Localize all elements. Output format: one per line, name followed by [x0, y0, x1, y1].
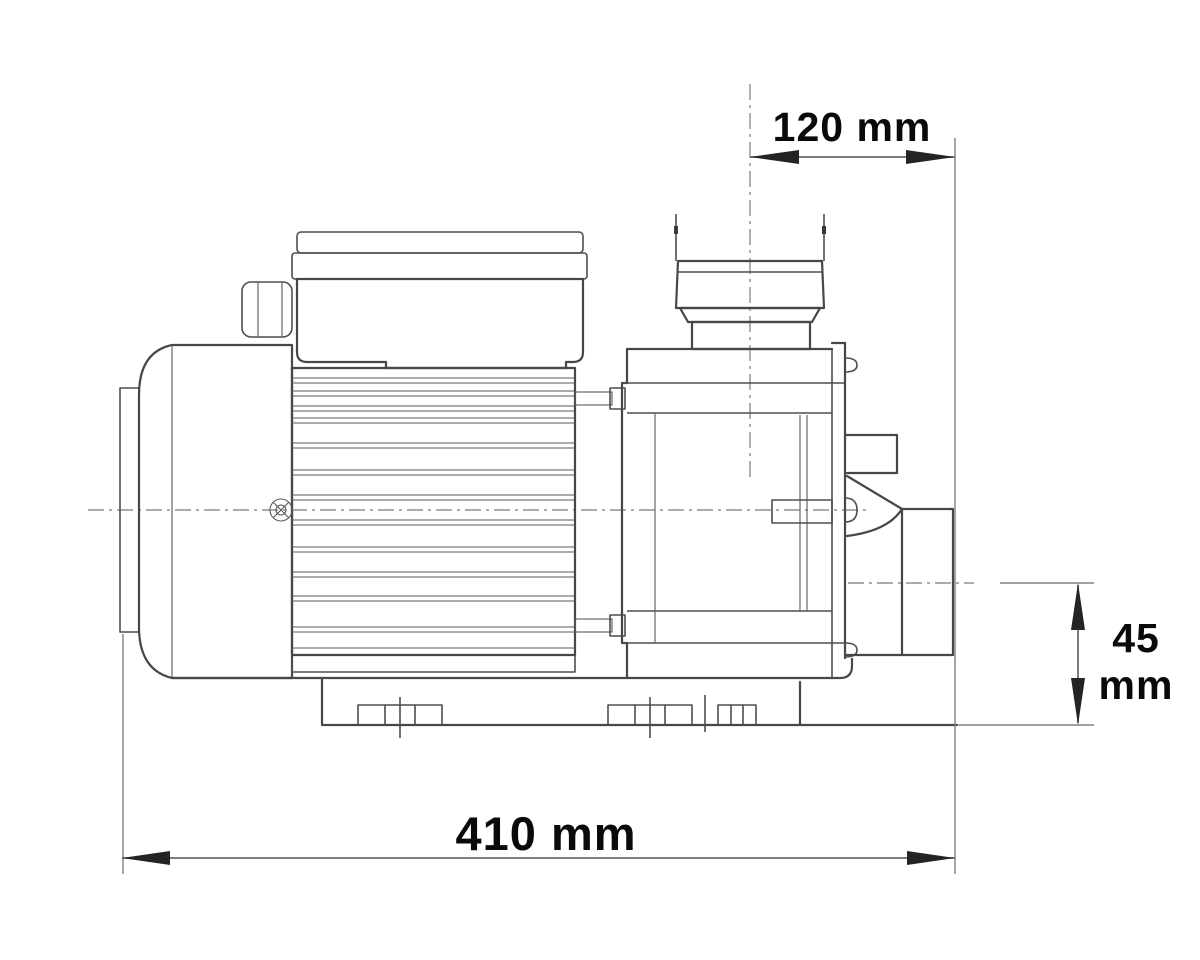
motor-foot-line — [291, 655, 576, 673]
screw-cross — [272, 501, 290, 519]
housing-ground-edge — [170, 657, 854, 680]
motor-center-screw — [269, 498, 293, 522]
housing-rim-bands — [622, 382, 845, 644]
arrowhead-left — [750, 150, 799, 164]
tie-bolt-top — [574, 387, 626, 410]
dimension-right-height-unit: mm — [1099, 662, 1174, 708]
union-nut-body — [674, 259, 826, 310]
terminal-box-lid-top — [296, 231, 584, 254]
arrowhead-right — [907, 851, 955, 865]
tie-bolt-top-head — [609, 387, 626, 410]
arrowhead-up — [1071, 583, 1085, 630]
union-nut-chamfer — [678, 306, 822, 324]
terminal-box-lid-band — [291, 252, 588, 280]
tie-bolt-bottom-head — [609, 614, 626, 637]
screw-inner-circle — [275, 504, 287, 516]
mounting-base — [320, 676, 959, 738]
cable-gland — [241, 281, 293, 338]
housing-inner-verticals — [654, 413, 808, 643]
terminal-box — [241, 231, 588, 370]
volute-diagonal — [845, 474, 904, 511]
discharge-pipe — [843, 507, 955, 657]
base-slot-center-ticks — [399, 695, 706, 738]
shaft-hub — [771, 499, 833, 524]
centerlines — [88, 84, 974, 584]
flange-lugs — [844, 357, 858, 658]
tie-bolt-top-rod — [574, 391, 613, 406]
cable-gland-body — [241, 281, 293, 338]
cable-gland-lines — [257, 282, 283, 337]
dimension-bottom-length-label: 410 mm — [455, 807, 636, 860]
port-neck — [690, 320, 812, 351]
motor-cooling-fins — [292, 377, 575, 649]
terminal-box-body — [295, 277, 585, 370]
base-slots — [357, 695, 757, 738]
volute-curve — [845, 507, 904, 538]
arrowhead-left — [122, 851, 170, 865]
motor-rear-end-cap — [137, 343, 294, 680]
base-slot-right — [717, 704, 757, 725]
dimension-45mm: 45 mm — [957, 582, 1174, 726]
tie-bolt-bottom-rod — [574, 618, 613, 633]
screw-outer-circle — [269, 498, 293, 522]
arrowhead-right — [906, 150, 955, 164]
port-pipe-stubs — [675, 214, 825, 261]
port-pipe-stub-ticks — [674, 226, 826, 234]
dimension-120mm: 120 mm — [750, 104, 956, 874]
base-outline — [320, 676, 959, 727]
motor — [119, 343, 577, 680]
discharge-port — [843, 433, 955, 657]
pump-housing — [170, 341, 858, 680]
tie-bolt-bottom — [574, 614, 626, 637]
dimension-right-height-value: 45 — [1112, 615, 1160, 661]
discharge-bracket — [843, 433, 899, 475]
arrowhead-down — [1071, 678, 1085, 725]
top-port-union — [674, 214, 826, 351]
housing-left-profile — [620, 347, 629, 680]
dimension-410mm: 410 mm — [122, 634, 955, 874]
dimension-top-width-label: 120 mm — [773, 104, 932, 150]
pump-front-flange — [830, 341, 858, 678]
